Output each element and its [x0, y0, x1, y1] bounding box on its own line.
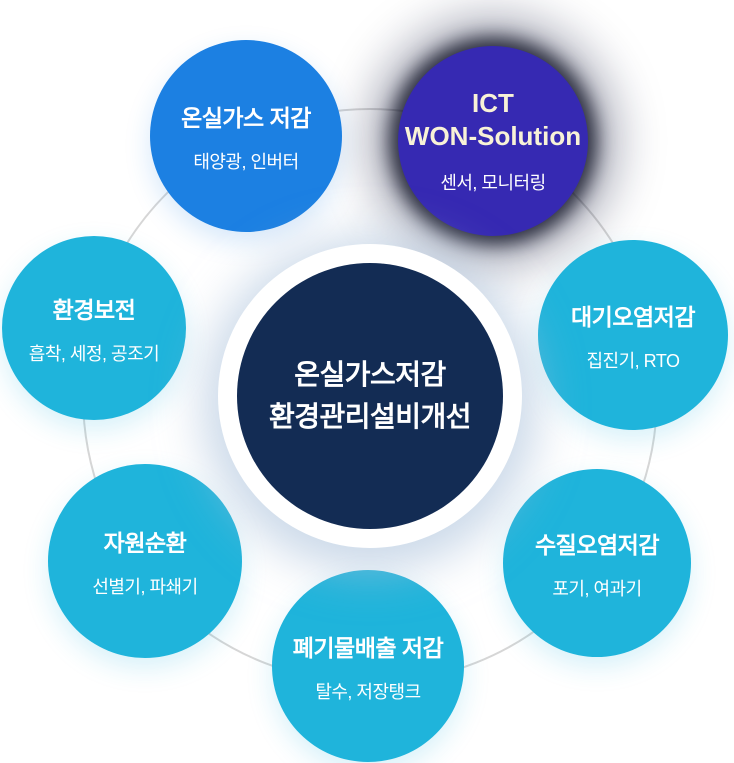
node-subtitle: 흡착, 세정, 공조기 — [28, 343, 160, 364]
node-greenhouse-gas-reduction: 온실가스 저감 태양광, 인버터 — [150, 40, 342, 232]
center-title-line1: 온실가스저감 — [294, 359, 446, 390]
node-title: 온실가스 저감 — [181, 104, 311, 131]
node-title: 폐기물배출 저감 — [292, 634, 444, 661]
node-environment-preservation: 환경보전 흡착, 세정, 공조기 — [2, 236, 186, 420]
node-title: 수질오염저감 — [535, 531, 659, 558]
node-waste-discharge-reduction: 폐기물배출 저감 탈수, 저장탱크 — [272, 570, 464, 762]
node-water-pollution-reduction: 수질오염저감 포기, 여과기 — [503, 469, 691, 657]
node-title: 자원순환 — [103, 529, 187, 556]
node-subtitle: 선별기, 파쇄기 — [92, 576, 198, 597]
node-subtitle: 포기, 여과기 — [552, 578, 642, 599]
node-resource-circulation: 자원순환 선별기, 파쇄기 — [48, 464, 242, 658]
node-subtitle: 태양광, 인버터 — [193, 151, 299, 172]
center-hub-ring: 온실가스저감 환경관리설비개선 — [218, 244, 522, 548]
node-title: 대기오염저감 — [571, 303, 695, 330]
node-subtitle: 집진기, RTO — [586, 350, 680, 371]
node-subtitle: 탈수, 저장탱크 — [315, 681, 421, 702]
center-hub-circle: 온실가스저감 환경관리설비개선 — [237, 263, 503, 529]
center-title-line2: 환경관리설비개선 — [268, 401, 472, 432]
node-title-line2: WON-Solution — [404, 121, 582, 151]
node-air-pollution-reduction: 대기오염저감 집진기, RTO — [538, 240, 728, 430]
node-ict-won-solution: ICT WON-Solution 센서, 모니터링 — [398, 46, 588, 236]
node-subtitle: 센서, 모니터링 — [440, 173, 546, 194]
node-title: 환경보전 — [52, 296, 136, 323]
node-title-line1: ICT — [472, 87, 514, 118]
